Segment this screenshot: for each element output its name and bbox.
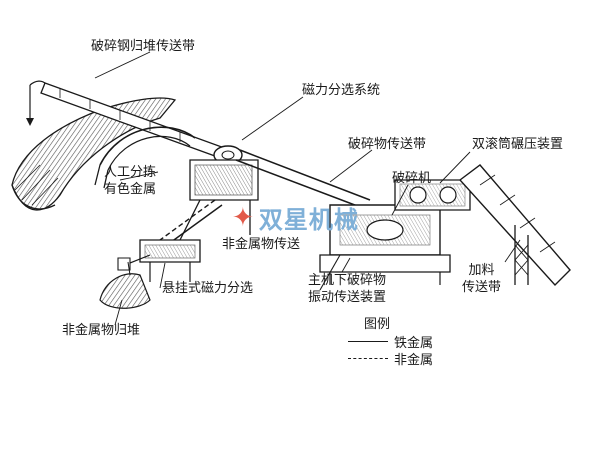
watermark-text: 双星机械: [258, 206, 359, 234]
nonmetal-pile: [99, 273, 151, 309]
label-double-roller-press: 双滚筒碾压装置: [472, 137, 564, 152]
label-nonmetal-pile: 非金属物归堆: [62, 323, 141, 338]
label-vibrating-conveyor-line2: 振动传送装置: [308, 290, 387, 305]
watermark: ✦ 双星机械: [232, 200, 359, 235]
legend-dashed-line: [348, 358, 388, 359]
label-manual-sort: 人工分拣 有色金属: [104, 164, 156, 198]
nonferrous-conveyor-line: [159, 199, 216, 241]
legend-ferrous: 铁金属: [348, 332, 433, 351]
legend-ferrous-label: 铁金属: [394, 336, 434, 351]
label-feed-conveyor-line1: 加料: [468, 263, 495, 278]
legend-solid-line: [348, 341, 388, 342]
legend-title: 图例: [364, 317, 391, 332]
label-manual-sort-line1: 人工分拣: [104, 165, 157, 180]
label-nonferrous-conveyor: 非金属物传送: [222, 237, 301, 252]
label-feed-conveyor-line2: 传送带: [462, 280, 502, 295]
vibrating-conveyor: [319, 254, 451, 273]
legend-nonferrous: 非金属: [348, 349, 433, 368]
label-broken-steel-pile-conveyor: 破碎钢归堆传送带: [91, 39, 196, 54]
label-vibrating-conveyor: 主机下破碎物 振动传送装置: [308, 272, 386, 306]
label-suspended-magnetic-separator: 悬挂式磁力分选: [162, 281, 254, 296]
legend-nonferrous-label: 非金属: [394, 353, 434, 368]
label-feed-conveyor: 加料 传送带: [462, 262, 501, 296]
label-crusher: 破碎机: [392, 171, 432, 186]
crushed-material-conveyor: [239, 149, 371, 201]
label-crushed-material-conveyor: 破碎物传送带: [348, 137, 427, 152]
watermark-star-icon: ✦: [232, 202, 254, 233]
label-magnetic-separation-system: 磁力分选系统: [302, 83, 381, 98]
label-manual-sort-line2: 有色金属: [104, 182, 157, 197]
label-vibrating-conveyor-line1: 主机下破碎物: [308, 273, 387, 288]
